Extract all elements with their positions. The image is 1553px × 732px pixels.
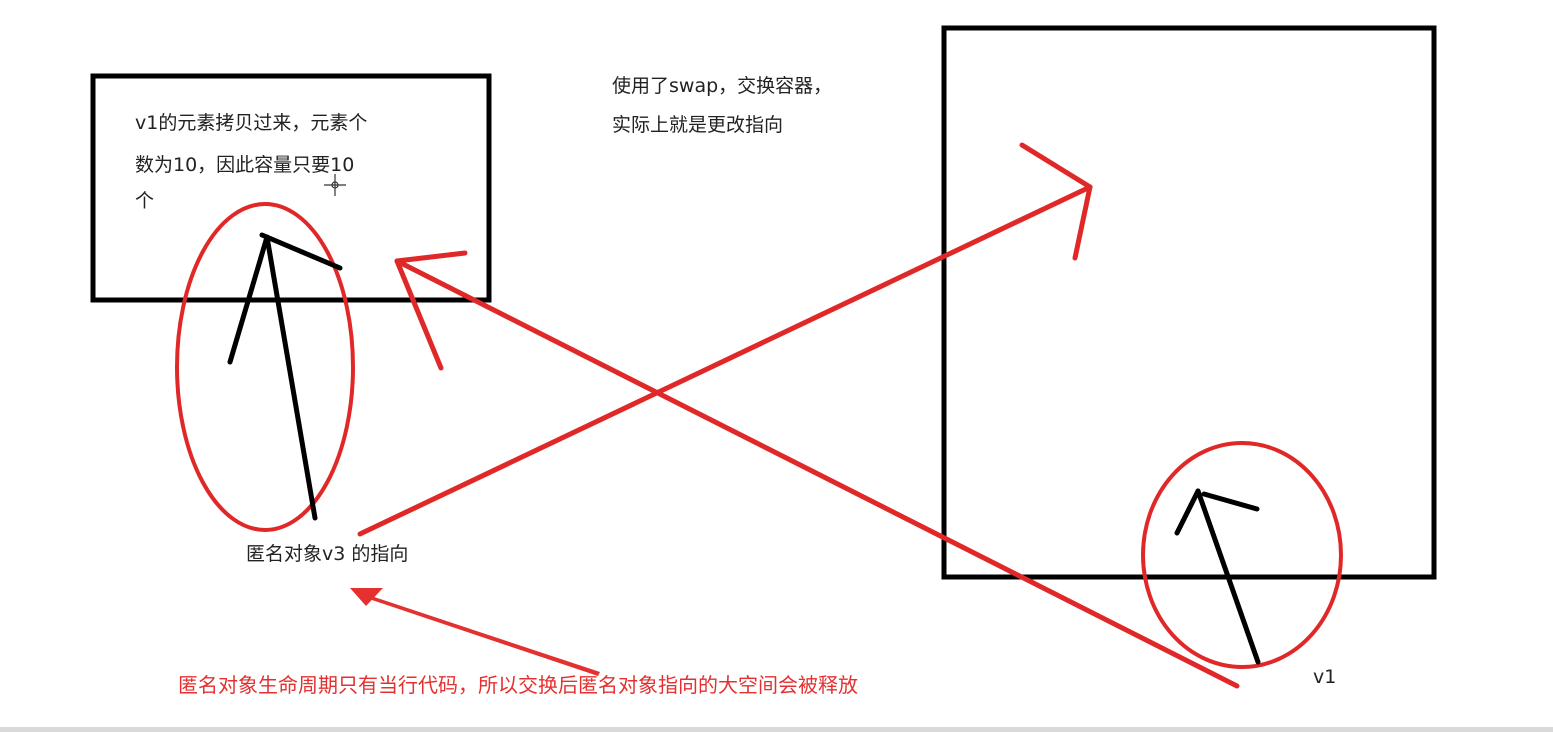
- large-container-box: [941, 25, 1437, 580]
- note-pointer-arrow: [350, 588, 600, 676]
- v1-pointer-circle: [1141, 441, 1343, 669]
- bottom-scrollbar-track[interactable]: [0, 727, 1553, 732]
- swap-arrow-to-small-box: [394, 250, 1240, 689]
- anon-pointer-ellipse: [175, 202, 355, 532]
- box-note-line-3: 个: [135, 190, 155, 212]
- swap-note-line-1: 使用了swap，交换容器，: [612, 75, 833, 97]
- swap-arrow-to-large-box: [357, 142, 1093, 537]
- v1-pointer-arrow: [1174, 488, 1261, 665]
- anon-pointer-arrow: [227, 232, 343, 521]
- swap-note-line-2: 实际上就是更改指向: [612, 114, 784, 136]
- anon-object-label: 匿名对象v3 的指向: [246, 543, 409, 565]
- v1-label: v1: [1313, 666, 1337, 688]
- lifecycle-note: 匿名对象生命周期只有当行代码，所以交换后匿名对象指向的大空间会被释放: [178, 673, 858, 697]
- crosshair-cursor-icon: [324, 174, 346, 196]
- small-container-box: [90, 73, 492, 303]
- box-note-line-2: 数为10，因此容量只要10: [135, 154, 355, 176]
- box-note-line-1: v1的元素拷贝过来，元素个: [135, 112, 368, 134]
